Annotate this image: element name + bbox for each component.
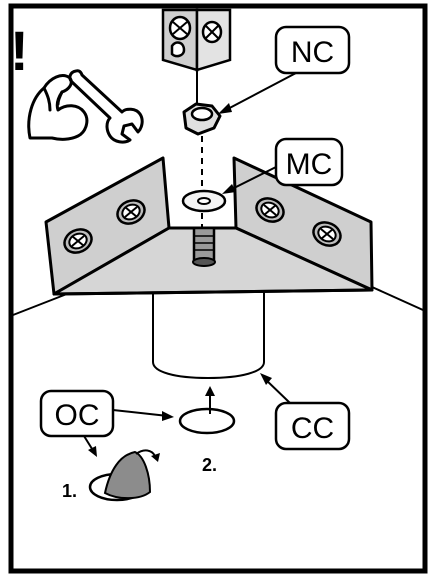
step-1-label: 1. [62, 481, 77, 501]
arrow-mc-head [222, 184, 236, 194]
arrow-cc-head [260, 373, 272, 385]
label-nc: NC [274, 25, 351, 75]
screw-icon [63, 228, 93, 254]
cylinder-housing [152, 292, 265, 380]
label-mc: MC [274, 137, 344, 187]
arrow-nc [221, 72, 297, 113]
flexed-arm-icon [27, 74, 89, 141]
step-2-label: 2. [202, 455, 217, 475]
screw-icon [116, 199, 146, 225]
label-nc-text: NC [291, 36, 334, 69]
screw-icon [201, 20, 223, 44]
screw-icon [255, 197, 285, 223]
arrow-oc-disc [112, 409, 169, 417]
ceiling-bracket [161, 8, 232, 72]
warning-mark: ! [10, 19, 29, 82]
screw-icon [312, 221, 342, 247]
right-floor-line [371, 286, 424, 311]
label-oc-text: OC [55, 399, 100, 432]
arrow-oc-disc-head [162, 411, 174, 421]
label-cc: CC [274, 401, 351, 451]
lift-arrow-head [205, 386, 215, 396]
screw-icon [168, 15, 192, 41]
arrow-nc-head [218, 103, 232, 114]
label-cc-text: CC [291, 412, 334, 445]
hex-nut-icon [182, 102, 222, 136]
threaded-stud [192, 226, 216, 264]
label-mc-text: MC [286, 148, 333, 181]
wrench-icon [68, 69, 144, 144]
arrow-oc-cap-head [88, 446, 97, 457]
cover-disc [178, 407, 236, 435]
mounting-bracket [44, 156, 374, 296]
arrow-mc [227, 166, 277, 192]
washer-icon [181, 189, 227, 213]
label-oc: OC [39, 389, 115, 438]
cap-removal [88, 449, 160, 502]
